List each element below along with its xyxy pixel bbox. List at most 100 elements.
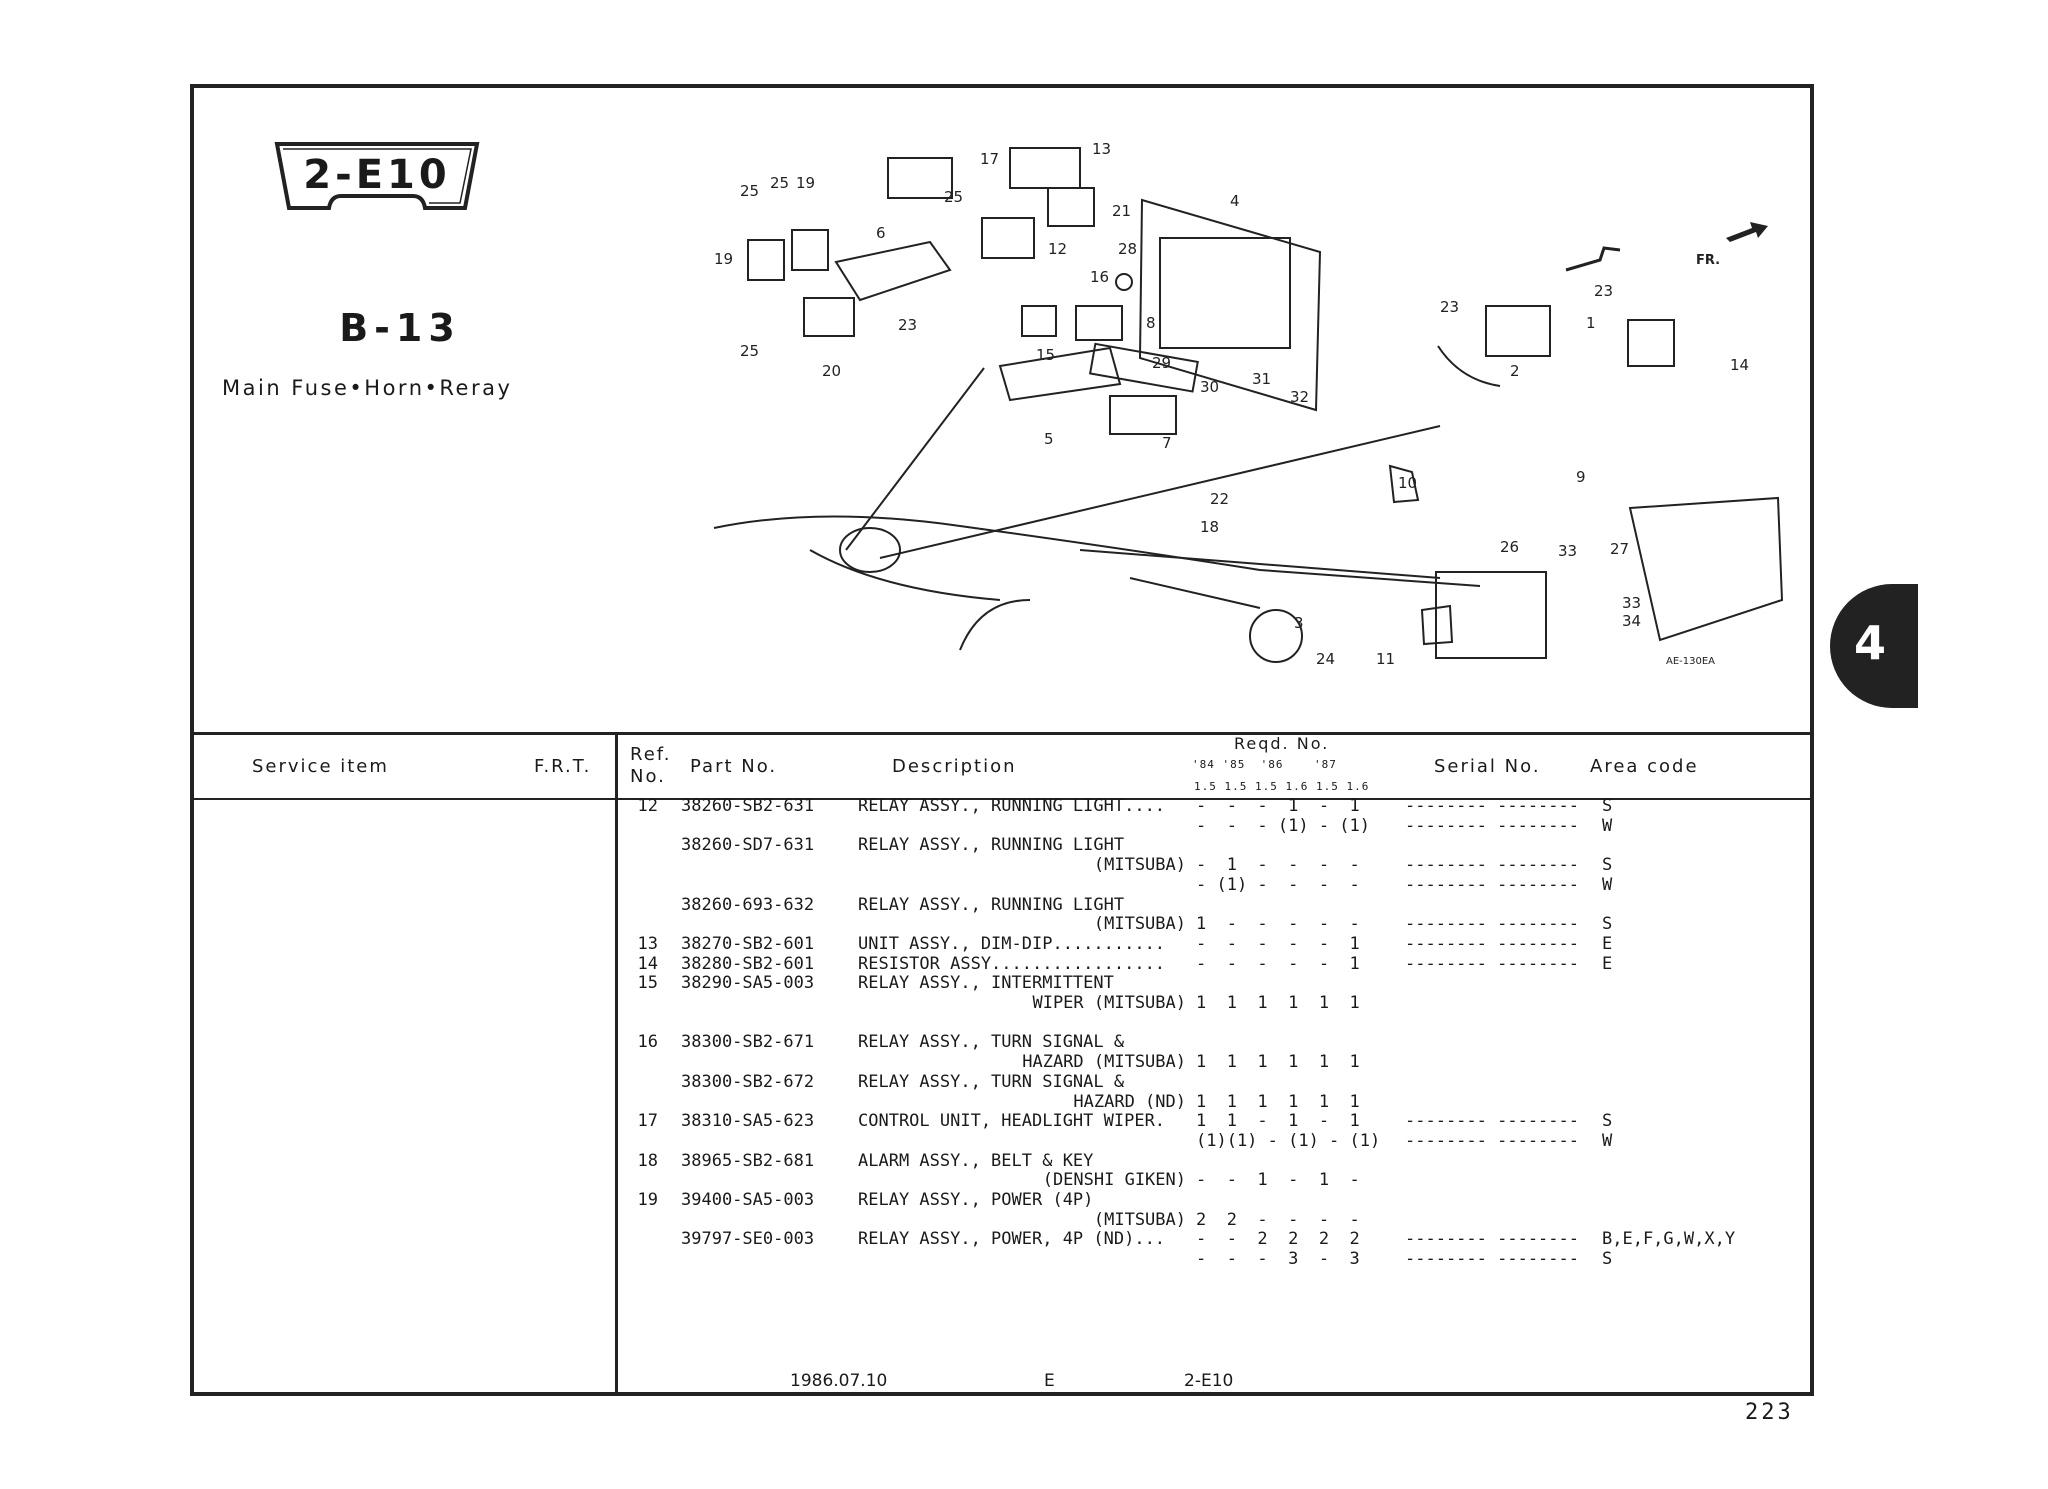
cell-part: 39400-SA5-003 <box>681 1190 815 1210</box>
cell-qty: 2 2 - - - - <box>1196 1209 1360 1230</box>
bracket-2-shape <box>1437 345 1501 387</box>
header-part-no: Part No. <box>690 756 778 777</box>
cell-part: 38260-693-632 <box>681 894 815 915</box>
cell-desc: RELAY ASSY., POWER (4P) <box>858 1190 1094 1210</box>
callout-31: 31 <box>1252 370 1271 388</box>
callout-16: 16 <box>1090 268 1109 286</box>
cell-qty: - - - 1 - 1 <box>1196 796 1360 816</box>
callout-33b: 33 <box>1622 594 1641 612</box>
callout-15: 15 <box>1036 346 1055 364</box>
cell-desc2: WIPER (MITSUBA) <box>1032 993 1186 1013</box>
cell-part: 38260-SB2-631 <box>681 796 815 816</box>
cell-qty: - - - 3 - 3 <box>1196 1249 1360 1270</box>
relay-13-shape <box>1009 147 1081 189</box>
header-ref-no-2: No. <box>630 766 666 787</box>
cell-area: S <box>1602 796 1613 816</box>
callout-7: 7 <box>1162 434 1172 452</box>
cell-desc2: (MITSUBA) <box>1093 1209 1186 1230</box>
callout-26: 26 <box>1500 538 1519 556</box>
cell-serial: -------- -------- <box>1405 1249 1579 1270</box>
callout-27: 27 <box>1610 540 1629 558</box>
cell-qty: 1 1 - 1 - 1 <box>1196 1111 1360 1132</box>
cell-qty: - - - (1) - (1) <box>1196 815 1370 836</box>
cell-part: 38300-SB2-672 <box>681 1071 815 1092</box>
callout-34: 34 <box>1622 612 1641 630</box>
cell-desc: RELAY ASSY., INTERMITTENT <box>858 973 1114 994</box>
fuse-box-4-shape <box>1159 237 1291 349</box>
header-description: Description <box>892 756 1017 777</box>
bolt-28-shape <box>1115 273 1133 291</box>
callout-24: 24 <box>1316 650 1335 668</box>
footer-code: 2-E10 <box>1184 1371 1234 1391</box>
cell-qty: - 1 - - - - <box>1196 855 1360 876</box>
cell-part: 38270-SB2-601 <box>681 933 815 954</box>
cell-area: S <box>1602 1111 1613 1132</box>
relay-19a-shape <box>747 239 785 281</box>
cell-part: 38260-SD7-631 <box>681 835 815 856</box>
callout-20: 20 <box>822 362 841 380</box>
cell-desc2: HAZARD (ND) <box>1073 1091 1186 1112</box>
cell-serial: -------- -------- <box>1405 815 1579 836</box>
header-service-item: Service item <box>252 756 389 777</box>
cell-area: W <box>1602 1130 1613 1151</box>
callout-23a: 23 <box>898 316 917 334</box>
cell-ref: 15 <box>637 973 658 994</box>
cell-desc: RELAY ASSY., TURN SIGNAL & <box>858 1032 1125 1053</box>
cell-qty: 1 1 1 1 1 1 <box>1196 1052 1360 1073</box>
callout-19b: 19 <box>714 250 733 268</box>
cell-area: E <box>1602 933 1613 954</box>
callout-23c: 23 <box>1594 282 1613 300</box>
header-engines: 1.5 1.5 1.5 1.6 1.5 1.6 <box>1194 780 1370 793</box>
fuse-box-frame <box>1138 198 1322 412</box>
callout-14: 14 <box>1730 356 1749 374</box>
cell-desc: RELAY ASSY., RUNNING LIGHT <box>858 894 1125 915</box>
callout-29: 29 <box>1152 354 1171 372</box>
relay-12-shape <box>981 217 1035 259</box>
relay-19b-shape <box>791 229 829 271</box>
cell-ref: 17 <box>637 1111 658 1132</box>
relay-21-shape <box>1047 187 1095 227</box>
cell-ref: 16 <box>637 1032 658 1053</box>
cell-serial: -------- -------- <box>1405 855 1579 876</box>
relay-20-shape <box>803 297 855 337</box>
cell-qty: 1 1 1 1 1 1 <box>1196 993 1360 1013</box>
bracket-10-shape <box>1388 464 1420 504</box>
footer-mid: E <box>1044 1371 1055 1391</box>
cell-qty: (1)(1) - (1) - (1) <box>1196 1130 1381 1151</box>
cell-desc: UNIT ASSY., DIM-DIP........... <box>858 933 1166 954</box>
cell-qty: - - 1 - 1 - <box>1196 1170 1360 1191</box>
cell-ref: 14 <box>637 953 658 974</box>
alarm-18-shape <box>1109 395 1177 435</box>
cell-area: E <box>1602 953 1613 974</box>
section-title: Main Fuse•Horn•Reray <box>222 376 513 400</box>
callout-25d: 25 <box>740 342 759 360</box>
header-ref-no-1: Ref. <box>630 744 672 765</box>
cell-desc: ALARM ASSY., BELT & KEY <box>858 1150 1094 1171</box>
callout-18: 18 <box>1200 518 1219 536</box>
cover-5-shape <box>998 346 1122 402</box>
cover-7-shape <box>1088 342 1199 393</box>
cell-ref: 19 <box>637 1190 658 1210</box>
bracket-11-shape <box>1420 604 1454 646</box>
cell-qty: 1 1 1 1 1 1 <box>1196 1091 1360 1112</box>
parts-diagram: 17 13 25 25 19 21 4 6 25 12 28 19 25 23 … <box>713 140 1784 668</box>
cell-desc: RELAY ASSY., POWER, 4P (ND)... <box>858 1229 1166 1250</box>
cell-serial: -------- -------- <box>1405 1229 1579 1250</box>
cell-area: S <box>1602 855 1613 876</box>
cell-desc: RELAY ASSY., RUNNING LIGHT <box>858 835 1125 856</box>
cell-qty: - - - - - 1 <box>1196 933 1360 954</box>
cell-serial: -------- -------- <box>1405 914 1579 935</box>
cell-serial: -------- -------- <box>1405 796 1579 816</box>
part-14-shape <box>1627 319 1675 367</box>
relay-15-shape <box>1021 305 1057 337</box>
callout-25a: 25 <box>740 182 759 200</box>
cell-serial: -------- -------- <box>1405 874 1579 895</box>
fuse-box-9-shape <box>1435 571 1547 659</box>
cell-qty: 1 - - - - - <box>1196 914 1360 935</box>
callout-9: 9 <box>1576 468 1586 486</box>
cell-serial: -------- -------- <box>1405 953 1579 974</box>
callout-12: 12 <box>1048 240 1067 258</box>
callout-2: 2 <box>1510 362 1520 380</box>
cell-part: 38965-SB2-681 <box>681 1150 815 1171</box>
callout-5: 5 <box>1044 430 1054 448</box>
